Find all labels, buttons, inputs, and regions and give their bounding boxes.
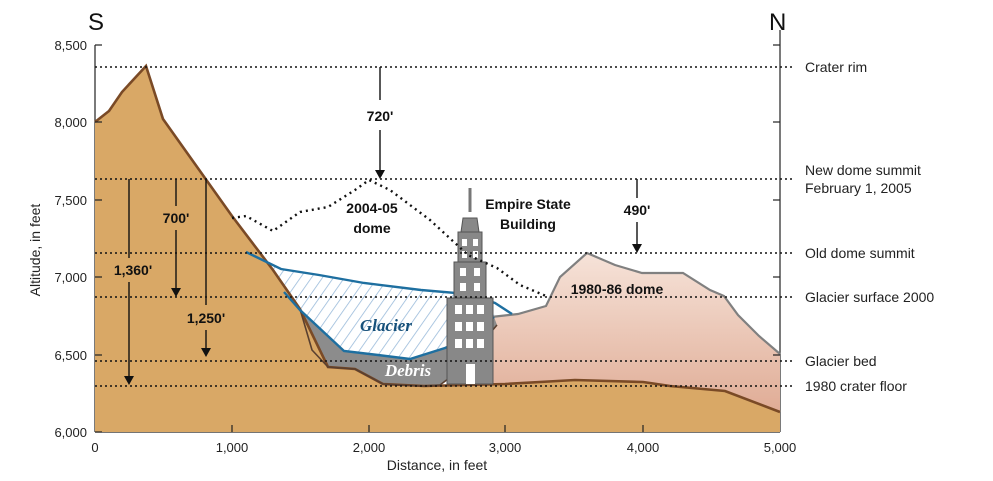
dome-2004-05-label: dome (353, 220, 391, 236)
level-lines (95, 66, 795, 387)
x-tick-label: 3,000 (489, 440, 522, 455)
measurement-arrows (124, 67, 642, 385)
level-label-old-dome: Old dome summit (805, 245, 915, 261)
y-axis (95, 44, 780, 433)
compass-south: S (88, 9, 104, 36)
y-tick-label: 7,000 (54, 270, 87, 285)
y-tick-label: 6,500 (54, 348, 87, 363)
compass-north: N (769, 9, 786, 36)
debris (284, 292, 497, 386)
empire-state-label: Empire State (485, 196, 571, 212)
y-tick-label: 8,500 (54, 38, 87, 53)
dome-1980-86-label: 1980-86 dome (571, 281, 664, 297)
dome-2004-05-outline (231, 178, 547, 298)
debris-label: Debris (384, 361, 432, 380)
x-tick-label: 2,000 (353, 440, 386, 455)
measurement-720: 720' (367, 108, 394, 124)
measurement-490: 490' (624, 202, 651, 218)
x-tick-label: 5,000 (764, 440, 797, 455)
measurement-700: 700' (163, 210, 190, 226)
x-tick-label: 4,000 (627, 440, 660, 455)
glacier (246, 252, 495, 359)
measurement-1360: 1,360' (114, 262, 152, 278)
y-axis-title: Altitude, in feet (27, 204, 43, 297)
level-label-crater-floor: 1980 crater floor (805, 378, 907, 394)
level-label-glacier-bed: Glacier bed (805, 353, 877, 369)
dome-1980-86-outline (490, 251, 781, 355)
empire-state-label: Building (500, 216, 556, 232)
measurement-1250: 1,250' (187, 310, 225, 326)
empire-state-building (446, 188, 494, 385)
y-tick-label: 8,000 (54, 115, 87, 130)
x-axis (231, 425, 644, 432)
dome-2004-05-label: 2004-05 (346, 200, 398, 216)
x-tick-label: 1,000 (216, 440, 249, 455)
level-label-crater-rim: Crater rim (805, 59, 867, 75)
y-tick-label: 6,000 (54, 425, 87, 440)
x-axis-title: Distance, in feet (387, 457, 487, 473)
level-label-glacier-surface: Glacier surface 2000 (805, 289, 934, 305)
glacier-label: Glacier (360, 316, 412, 335)
y-tick-label: 7,500 (54, 193, 87, 208)
level-label-new-dome: New dome summit (805, 162, 921, 178)
level-label-new-dome-date: February 1, 2005 (805, 180, 912, 196)
x-tick-label: 0 (91, 440, 98, 455)
terrain (95, 66, 780, 432)
